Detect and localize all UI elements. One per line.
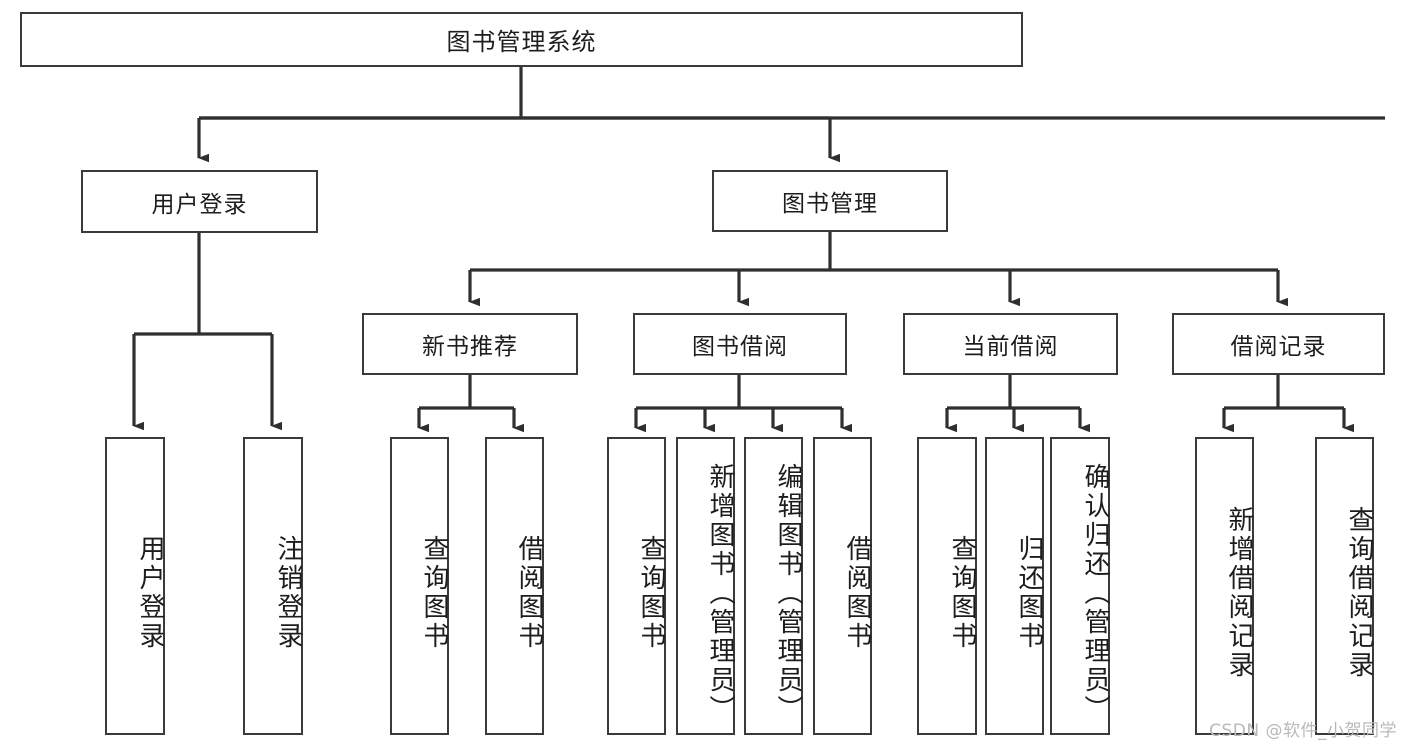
- node-label: 确认归还（管理员）: [1080, 462, 1110, 724]
- node-label: 注销登录: [273, 535, 303, 651]
- node-book-borrow[interactable]: 图书借阅: [633, 313, 847, 375]
- leaf-borrow-record-add[interactable]: 新增借阅记录: [1195, 437, 1254, 735]
- node-label: 图书借阅: [692, 334, 788, 360]
- node-label: 用户登录: [135, 535, 165, 651]
- node-borrow-record[interactable]: 借阅记录: [1172, 313, 1385, 375]
- node-label: 图书管理系统: [446, 28, 597, 56]
- node-user-login[interactable]: 用户登录: [81, 170, 318, 233]
- node-label: 新增借阅记录: [1224, 506, 1254, 680]
- node-book-management[interactable]: 图书管理: [712, 170, 948, 232]
- leaf-current-borrow-confirm[interactable]: 确认归还（管理员）: [1050, 437, 1110, 735]
- leaf-current-borrow-query[interactable]: 查询图书: [917, 437, 977, 735]
- node-label: 借阅图书: [842, 535, 872, 651]
- leaf-book-borrow-borrow[interactable]: 借阅图书: [813, 437, 872, 735]
- node-label: 新增图书（管理员）: [705, 462, 735, 724]
- leaf-new-book-query[interactable]: 查询图书: [390, 437, 449, 735]
- node-current-borrow[interactable]: 当前借阅: [903, 313, 1118, 375]
- node-label: 用户登录: [151, 191, 248, 218]
- node-label: 查询借阅记录: [1344, 506, 1374, 680]
- leaf-user-login-logout[interactable]: 注销登录: [243, 437, 303, 735]
- node-new-book-recommend[interactable]: 新书推荐: [362, 313, 578, 375]
- node-label: 查询图书: [636, 535, 666, 651]
- node-label: 编辑图书（管理员）: [773, 462, 803, 724]
- node-label: 查询图书: [419, 535, 449, 651]
- node-label: 归还图书: [1014, 535, 1044, 651]
- node-label: 借阅记录: [1230, 334, 1327, 360]
- leaf-new-book-borrow[interactable]: 借阅图书: [485, 437, 544, 735]
- node-root-system[interactable]: 图书管理系统: [20, 12, 1023, 67]
- node-label: 新书推荐: [422, 334, 518, 360]
- node-label: 图书管理: [782, 191, 878, 217]
- leaf-book-borrow-add[interactable]: 新增图书（管理员）: [676, 437, 735, 735]
- csdn-watermark: CSDN @软件_小贺同学: [1209, 721, 1397, 741]
- node-label: 查询图书: [947, 535, 977, 651]
- leaf-book-borrow-edit[interactable]: 编辑图书（管理员）: [744, 437, 803, 735]
- leaf-current-borrow-return[interactable]: 归还图书: [985, 437, 1044, 735]
- leaf-borrow-record-query[interactable]: 查询借阅记录: [1315, 437, 1374, 735]
- leaf-user-login-login[interactable]: 用户登录: [105, 437, 165, 735]
- leaf-book-borrow-query[interactable]: 查询图书: [607, 437, 666, 735]
- node-label: 当前借阅: [962, 334, 1059, 360]
- node-label: 借阅图书: [514, 535, 544, 651]
